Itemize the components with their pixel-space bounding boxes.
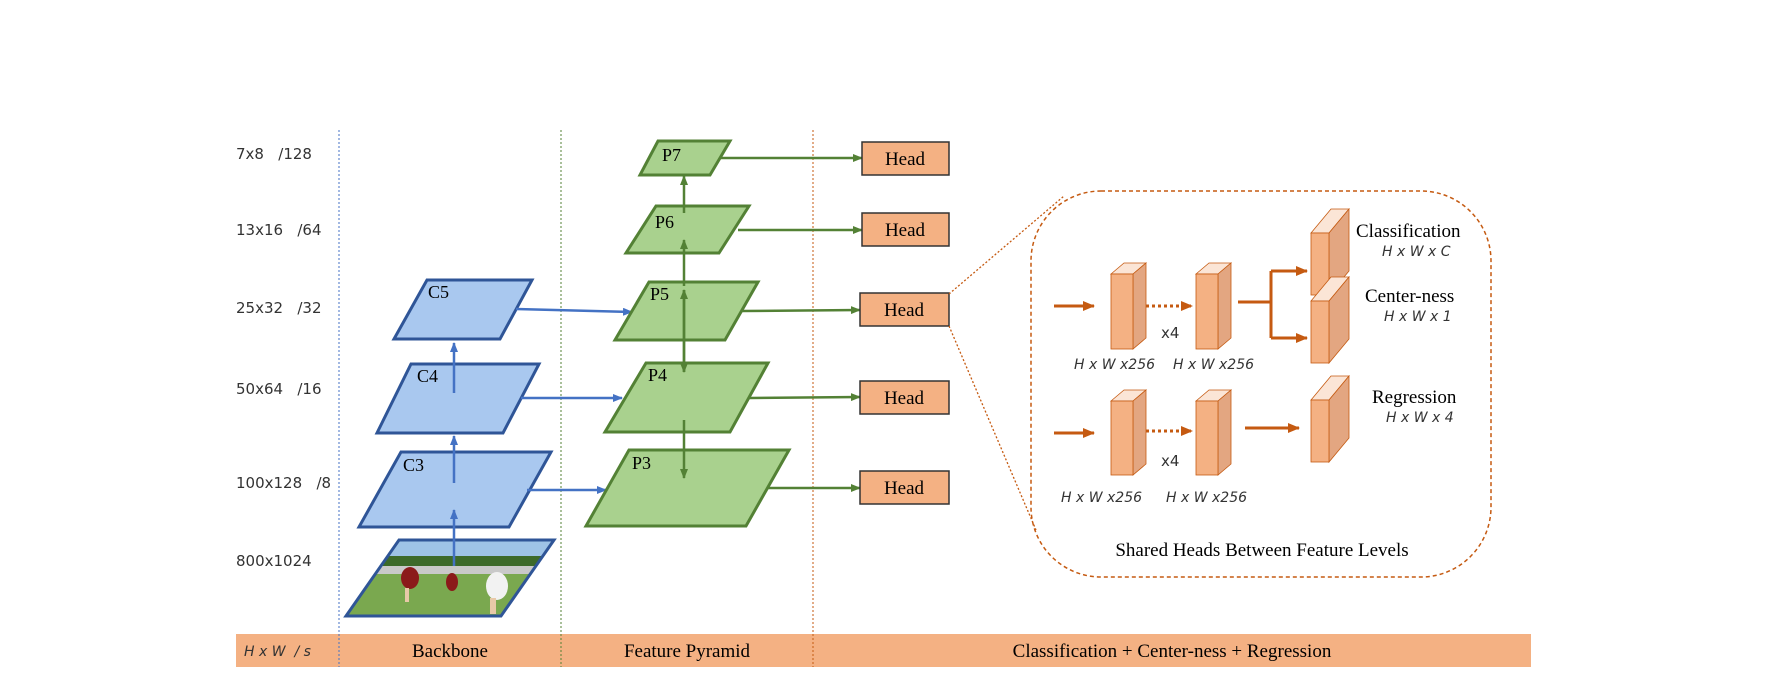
head-label: Head bbox=[885, 220, 926, 241]
output-block-centerness bbox=[1310, 275, 1350, 365]
backbone-c5 bbox=[391, 278, 535, 341]
bar-label-backbone: Backbone bbox=[412, 641, 488, 662]
bottom-bar bbox=[236, 634, 1531, 667]
head-label: Head bbox=[884, 388, 925, 409]
head-label: Head bbox=[884, 478, 925, 499]
feature-map-block bbox=[1194, 389, 1233, 476]
head-box: Head bbox=[861, 141, 950, 176]
head-box: Head bbox=[861, 212, 950, 247]
dim-label: H x W x256 bbox=[1074, 357, 1155, 373]
centerness-label: Center-ness bbox=[1365, 286, 1454, 307]
pyramid-label-p3: P3 bbox=[632, 453, 651, 473]
feature-map-block bbox=[1194, 262, 1233, 350]
dim-label: H x W x256 bbox=[1061, 490, 1142, 506]
detail-caption: Shared Heads Between Feature Levels bbox=[1115, 540, 1408, 561]
pyramid-p5 bbox=[612, 280, 761, 342]
backbone-c4 bbox=[374, 362, 542, 435]
backbone-c3 bbox=[356, 450, 554, 529]
output-block-regression bbox=[1310, 374, 1350, 464]
dim-label: H x W x256 bbox=[1173, 357, 1254, 373]
repeat-label: x4 bbox=[1161, 324, 1179, 342]
feature-map-block bbox=[1109, 389, 1148, 476]
level-label: 25x32 /32 bbox=[236, 299, 322, 317]
backbone-label-c5: C5 bbox=[428, 282, 449, 302]
repeat-label: x4 bbox=[1161, 452, 1179, 470]
head-label: Head bbox=[885, 149, 926, 170]
pyramid-p3 bbox=[583, 448, 792, 528]
pyramid-p7 bbox=[637, 139, 733, 177]
backbone-label-c3: C3 bbox=[403, 455, 424, 475]
pyramid-label-p5: P5 bbox=[650, 284, 669, 304]
regression-label: Regression bbox=[1372, 387, 1457, 408]
feature-map-block bbox=[1109, 262, 1148, 350]
dim-label: H x W x256 bbox=[1166, 490, 1247, 506]
pyramid-p4 bbox=[602, 361, 771, 434]
head-box: Head bbox=[859, 470, 950, 505]
pyramid-label-p6: P6 bbox=[655, 212, 674, 232]
bar-label-heads: Classification + Center-ness + Regressio… bbox=[1013, 641, 1332, 662]
bar-label-hws: H x W / s bbox=[244, 644, 311, 660]
centerness-dim: H x W x 1 bbox=[1384, 309, 1452, 325]
pyramid-label-p7: P7 bbox=[662, 145, 681, 165]
bar-label-feature-pyramid: Feature Pyramid bbox=[624, 641, 751, 662]
head-box: Head bbox=[859, 292, 950, 327]
level-label: 100x128 /8 bbox=[236, 474, 331, 492]
zoom-line bbox=[948, 325, 1037, 531]
pyramid-p6 bbox=[623, 204, 752, 255]
lateral-arrow bbox=[515, 307, 633, 316]
level-label: 800x1024 bbox=[236, 552, 312, 570]
pyramid-label-p4: P4 bbox=[648, 365, 667, 385]
classification-label: Classification bbox=[1356, 221, 1461, 242]
zoom-line bbox=[948, 195, 1065, 295]
photo-icon bbox=[343, 538, 557, 618]
head-label: Head bbox=[884, 300, 925, 321]
level-label: 50x64 /16 bbox=[236, 380, 322, 398]
output-block-classification bbox=[1310, 207, 1350, 297]
head-arrow bbox=[741, 306, 861, 315]
level-label: 7x8 /128 bbox=[236, 145, 312, 163]
backbone-label-c4: C4 bbox=[417, 366, 438, 386]
head-box: Head bbox=[859, 380, 950, 415]
regression-dim: H x W x 4 bbox=[1386, 410, 1454, 426]
classification-dim: H x W x C bbox=[1382, 244, 1451, 260]
level-label: 13x16 /64 bbox=[236, 221, 322, 239]
head-arrow bbox=[748, 393, 861, 402]
shared-head-detail-box bbox=[1030, 190, 1492, 578]
